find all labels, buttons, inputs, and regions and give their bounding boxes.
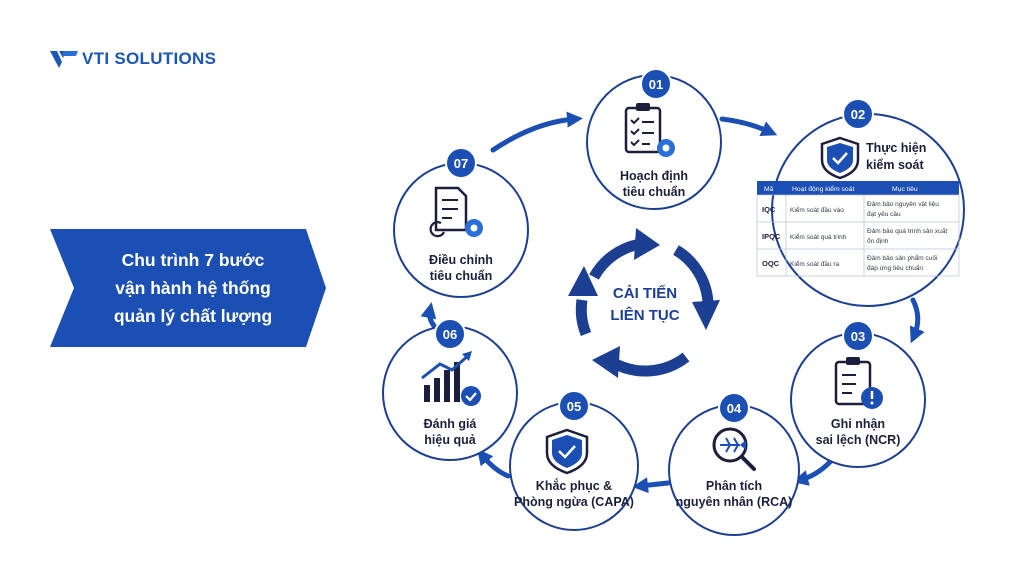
banner-line-3: quản lý chất lượng (113, 306, 273, 326)
step-07-badge: 07 (454, 156, 468, 171)
control-table: Mã Hoạt động kiểm soát Mục tiêu IQC Kiểm… (756, 181, 960, 277)
table-row: OQC Kiểm soát đầu ra Đảm bảo sản phẩm cu… (762, 253, 937, 272)
svg-text:Đảm bảo sản phẩm cuối: Đảm bảo sản phẩm cuối (867, 253, 937, 262)
step-02-title-line-1: Thực hiện (866, 141, 926, 155)
step-05-title-line-2: Phòng ngừa (CAPA) (514, 495, 634, 509)
table-row: IQC Kiểm soát đầu vào Đảm bảo nguyên vật… (762, 201, 939, 218)
step-02-title-line-2: kiểm soát (866, 158, 925, 172)
step-06: 06 Đánh giá hiệu quả (382, 318, 518, 461)
step-04-title-line-1: Phân tích (706, 479, 762, 493)
step-05-title-line-1: Khắc phục & (536, 478, 612, 493)
step-05-badge: 05 (567, 399, 581, 414)
svg-text:Đảm bảo quá trình sản xuất: Đảm bảo quá trình sản xuất (867, 226, 947, 235)
table-header-goal: Mục tiêu (892, 186, 918, 193)
step-04-title-line-2: nguyên nhân (RCA) (676, 495, 793, 509)
step-01-title-line-1: Hoạch định (620, 169, 688, 183)
logo-text: VTI SOLUTIONS (82, 49, 217, 68)
svg-text:IPQC: IPQC (762, 232, 781, 241)
step-01: 01 Hoạch định tiêu chuẩn (586, 68, 722, 210)
arrow-06-to-07 (420, 302, 439, 331)
step-01-title-line-2: tiêu chuẩn (623, 185, 686, 199)
center-cycle: CẢI TIẾN LIÊN TỤC (568, 228, 720, 378)
banner-line-2: vận hành hệ thống (115, 278, 271, 298)
center-line-1: CẢI TIẾN (613, 285, 677, 302)
step-03-title-line-1: Ghi nhận (831, 417, 885, 431)
svg-text:OQC: OQC (762, 259, 780, 268)
step-03: 03 Ghi nhận sai lệch (NCR) (790, 320, 926, 468)
step-06-title-line-1: Đánh giá (424, 417, 477, 431)
shield-check-icon (545, 428, 589, 475)
svg-text:đạt yêu cầu: đạt yêu cầu (867, 209, 901, 218)
clipboard-alert-icon (834, 357, 883, 409)
shield-check-icon (820, 136, 860, 180)
step-05: 05 Khắc phục & Phòng ngừa (CAPA) (509, 390, 639, 531)
step-02-badge: 02 (851, 107, 865, 122)
brand-logo: VTI SOLUTIONS (50, 48, 216, 70)
table-row: IPQC Kiểm soát quá trình Đảm bảo quá trì… (762, 226, 947, 245)
title-banner: Chu trình 7 bước vận hành hệ thống quản … (50, 229, 326, 347)
step-07-title-line-2: tiêu chuẩn (430, 269, 493, 283)
step-06-title-line-2: hiệu quả (424, 433, 476, 447)
arrow-07-to-01 (490, 111, 583, 153)
arrow-02-to-03 (909, 297, 925, 344)
clipboard-gear-icon (624, 103, 675, 157)
table-header-activity: Hoạt động kiểm soát (792, 185, 854, 193)
arrow-01-to-02 (719, 116, 778, 136)
document-refresh-gear-icon (429, 186, 483, 238)
flow-arrows (420, 111, 925, 494)
svg-text:Kiểm soát đầu ra: Kiểm soát đầu ra (790, 259, 840, 268)
arrow-03-to-04 (792, 459, 833, 486)
svg-text:IQC: IQC (762, 205, 776, 214)
step-03-badge: 03 (851, 329, 865, 344)
step-02: 02 Thực hiện kiểm soát Mã Hoạt động kiểm… (756, 98, 965, 307)
step-03-title-line-2: sai lệch (NCR) (816, 433, 901, 447)
step-06-badge: 06 (443, 327, 457, 342)
center-line-2: LIÊN TỤC (610, 306, 679, 324)
svg-text:Đảm bảo nguyên vật liệu: Đảm bảo nguyên vật liệu (867, 201, 939, 208)
vti-logo-icon (50, 51, 78, 68)
step-07-title-line-1: Điều chỉnh (429, 253, 493, 267)
arrow-04-to-05 (632, 477, 671, 494)
arrow-05-to-06 (477, 448, 511, 479)
step-01-badge: 01 (649, 77, 663, 92)
step-04: 04 Phân tích nguyên nhân (RCA) (668, 392, 800, 536)
step-04-badge: 04 (727, 401, 742, 416)
svg-text:Kiểm soát đầu vào: Kiểm soát đầu vào (790, 205, 844, 214)
svg-text:Kiểm soát quá trình: Kiểm soát quá trình (790, 233, 847, 241)
growth-chart-check-icon (421, 351, 481, 406)
banner-line-1: Chu trình 7 bước (121, 250, 265, 270)
fishbone-magnifier-icon (712, 427, 756, 471)
table-header-code: Mã (764, 186, 774, 193)
step-07: 07 Điều chỉnh tiêu chuẩn (393, 147, 529, 298)
svg-text:ổn định: ổn định (867, 237, 889, 245)
svg-text:đáp ứng tiêu chuẩn: đáp ứng tiêu chuẩn (867, 264, 923, 272)
